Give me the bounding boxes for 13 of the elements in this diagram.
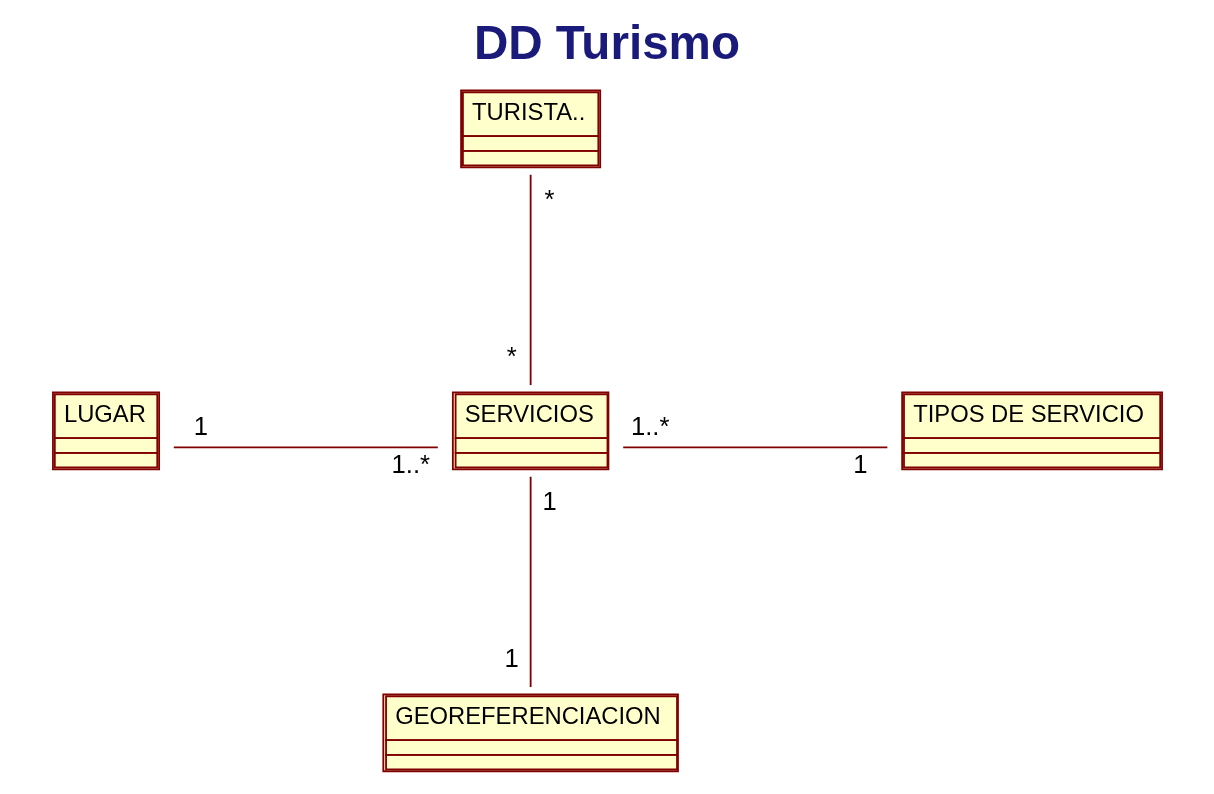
label: * [544, 185, 555, 214]
label: 1 [541, 487, 557, 516]
connector [529, 173, 532, 386]
connector [172, 446, 439, 449]
connector [621, 446, 888, 449]
label: 1..* [630, 412, 669, 441]
label: 1 [193, 412, 208, 441]
label: * [506, 341, 517, 370]
label: 1 [852, 449, 868, 478]
label: 1 [504, 643, 519, 672]
label: 1..* [391, 449, 430, 478]
diagram-title: DD Turismo [473, 15, 740, 69]
connector [529, 475, 532, 688]
